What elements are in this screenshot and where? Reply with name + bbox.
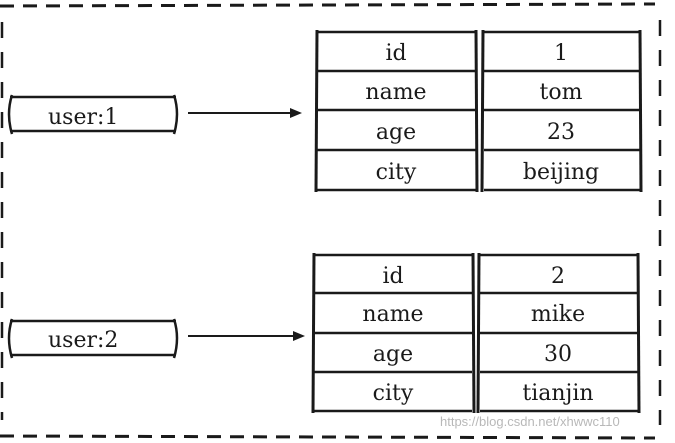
- field-cell: name: [365, 80, 426, 105]
- field-cell: id: [385, 41, 406, 66]
- bottom-dashed-border: [0, 434, 656, 440]
- field-cell: city: [376, 160, 417, 185]
- arrow: [188, 108, 302, 118]
- field-cell: id: [382, 264, 403, 289]
- value-cell: 30: [544, 342, 572, 367]
- key-box: user:2: [7, 318, 179, 359]
- field-cell: name: [362, 302, 423, 327]
- arrow: [188, 331, 305, 341]
- key-label: user:2: [48, 328, 118, 353]
- record-user-1: user:1 id 1 name tom age 23 city beijing: [7, 29, 643, 193]
- key-label: user:1: [48, 105, 118, 130]
- field-cell: city: [373, 381, 414, 406]
- value-cell: mike: [531, 302, 585, 327]
- field-cell: age: [373, 342, 413, 367]
- hash-table: id 2 name mike age 30 city tianjin: [311, 252, 641, 414]
- value-cell: tianjin: [522, 381, 593, 406]
- key-box: user:1: [7, 94, 179, 135]
- hash-table: id 1 name tom age 23 city beijing: [314, 29, 643, 193]
- value-cell: 2: [551, 264, 565, 289]
- value-cell: beijing: [523, 160, 599, 185]
- value-cell: tom: [540, 80, 583, 105]
- record-user-2: user:2 id 2 name mike age 30 city tianji…: [7, 252, 641, 414]
- watermark: https://blog.csdn.net/xhwwc110: [440, 414, 620, 429]
- field-cell: age: [376, 120, 416, 145]
- top-dashed-border: [0, 2, 656, 8]
- value-cell: 1: [554, 41, 568, 66]
- value-cell: 23: [547, 120, 575, 145]
